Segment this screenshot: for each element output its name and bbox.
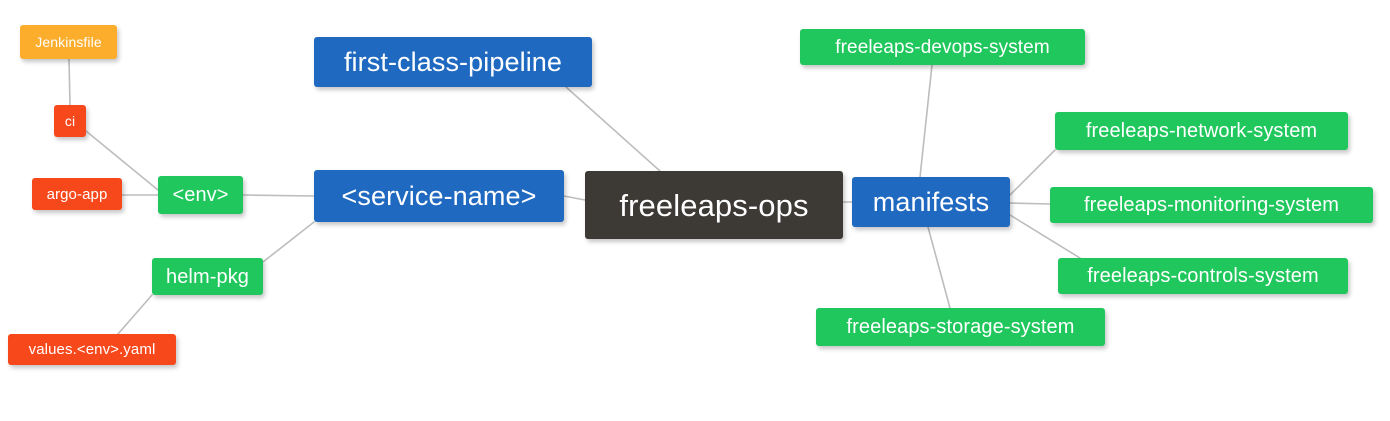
- node-values-env-yaml[interactable]: values.<env>.yaml: [8, 334, 176, 365]
- edge-manifests-to-freeleaps-network-system: [1009, 149, 1056, 196]
- node-label-freeleaps-network-system: freeleaps-network-system: [1085, 120, 1318, 142]
- node-helm-pkg[interactable]: helm-pkg: [152, 258, 263, 295]
- node-manifests[interactable]: manifests: [852, 177, 1010, 227]
- node-label-helm-pkg: helm-pkg: [165, 265, 250, 288]
- node-freeleaps-storage-system[interactable]: freeleaps-storage-system: [816, 308, 1105, 346]
- edge-jenkinsfile-to-ci: [68, 58, 71, 106]
- edge-service-name-to-freeleaps-ops: [563, 195, 586, 201]
- node-label-argo-app: argo-app: [46, 185, 108, 203]
- node-label-jenkinsfile: Jenkinsfile: [35, 34, 102, 50]
- node-label-env: <env>: [172, 184, 229, 206]
- node-label-freeleaps-ops: freeleaps-ops: [619, 187, 809, 223]
- node-label-first-class-pipeline: first-class-pipeline: [343, 46, 563, 77]
- node-label-values-env-yaml: values.<env>.yaml: [28, 341, 156, 358]
- node-freeleaps-monitoring-system[interactable]: freeleaps-monitoring-system: [1050, 187, 1373, 223]
- node-env[interactable]: <env>: [158, 176, 243, 214]
- node-service-name[interactable]: <service-name>: [314, 170, 564, 222]
- node-jenkinsfile[interactable]: Jenkinsfile: [20, 25, 117, 59]
- node-freeleaps-network-system[interactable]: freeleaps-network-system: [1055, 112, 1348, 150]
- node-label-freeleaps-controls-system: freeleaps-controls-system: [1087, 265, 1319, 287]
- edge-first-class-pipeline-to-freeleaps-ops: [565, 86, 661, 172]
- node-freeleaps-devops-system[interactable]: freeleaps-devops-system: [800, 29, 1085, 65]
- node-first-class-pipeline[interactable]: first-class-pipeline: [314, 37, 592, 87]
- edge-env-to-service-name: [242, 194, 315, 197]
- edge-manifests-to-freeleaps-storage-system: [927, 226, 951, 309]
- edge-manifests-to-freeleaps-devops-system: [919, 64, 933, 178]
- node-argo-app[interactable]: argo-app: [32, 178, 122, 210]
- edge-values-env-yaml-to-helm-pkg: [117, 294, 153, 335]
- node-label-freeleaps-devops-system: freeleaps-devops-system: [835, 36, 1050, 58]
- node-freeleaps-controls-system[interactable]: freeleaps-controls-system: [1058, 258, 1348, 294]
- edge-helm-pkg-to-service-name: [262, 221, 315, 263]
- node-label-freeleaps-monitoring-system: freeleaps-monitoring-system: [1083, 194, 1339, 216]
- node-label-ci: ci: [64, 113, 76, 129]
- node-label-service-name: <service-name>: [341, 180, 537, 211]
- node-freeleaps-ops[interactable]: freeleaps-ops: [585, 171, 843, 239]
- edge-manifests-to-freeleaps-monitoring-system: [1009, 202, 1051, 205]
- node-ci[interactable]: ci: [54, 105, 86, 137]
- node-label-freeleaps-storage-system: freeleaps-storage-system: [846, 316, 1075, 338]
- node-label-manifests: manifests: [872, 186, 990, 217]
